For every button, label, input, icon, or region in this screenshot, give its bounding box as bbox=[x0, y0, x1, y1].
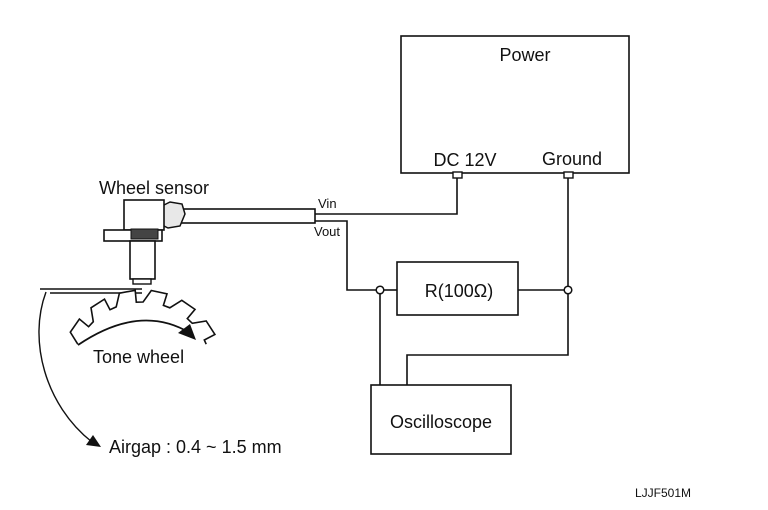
tone-wheel: Tone wheel bbox=[69, 289, 217, 367]
vin-wire bbox=[315, 178, 458, 215]
sensor-head bbox=[123, 199, 165, 231]
dc-terminal bbox=[452, 171, 463, 179]
rotation-arrowhead-icon bbox=[178, 324, 196, 340]
vout-label: Vout bbox=[314, 224, 340, 239]
airgap-label: Airgap : 0.4 ~ 1.5 mm bbox=[109, 437, 282, 457]
resistor-label: R(100Ω) bbox=[425, 281, 493, 301]
sensor-cable bbox=[177, 208, 316, 224]
left-junction bbox=[375, 285, 385, 295]
oscilloscope: Oscilloscope bbox=[370, 384, 512, 455]
tone-wheel-label: Tone wheel bbox=[93, 347, 184, 367]
sensor-tip bbox=[132, 278, 152, 285]
figure-code: LJJF501M bbox=[635, 486, 691, 500]
wiring bbox=[315, 178, 569, 385]
tone-wheel-gear bbox=[69, 289, 217, 345]
airgap-callout: Airgap : 0.4 ~ 1.5 mm bbox=[38, 291, 282, 457]
ground-terminal bbox=[563, 171, 574, 179]
sensor-bolt bbox=[130, 228, 159, 240]
ground-label: Ground bbox=[542, 149, 602, 169]
power-supply: Power DC 12V Ground bbox=[400, 35, 630, 179]
wheel-sensor: Wheel sensor Vin Vout bbox=[99, 178, 340, 285]
airgap-arrowhead-icon bbox=[86, 435, 101, 447]
airgap-leader bbox=[38, 291, 93, 443]
oscilloscope-label: Oscilloscope bbox=[390, 412, 492, 432]
resistor: R(100Ω) bbox=[396, 261, 519, 316]
scope-right-wire bbox=[406, 294, 569, 385]
vin-label: Vin bbox=[318, 196, 337, 211]
wheel-sensor-label: Wheel sensor bbox=[99, 178, 209, 198]
vout-wire bbox=[315, 220, 376, 291]
right-junction bbox=[563, 285, 573, 295]
rotation-arrow bbox=[77, 319, 191, 346]
dc-12v-label: DC 12V bbox=[433, 150, 496, 170]
sensor-body bbox=[129, 240, 156, 280]
power-title: Power bbox=[499, 45, 550, 65]
